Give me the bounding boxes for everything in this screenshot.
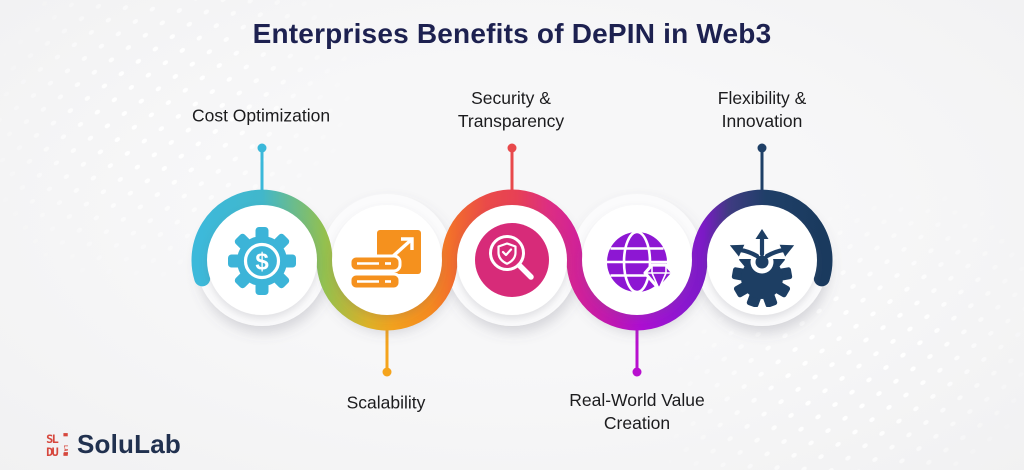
page-title: Enterprises Benefits of DePIN in Web3 [252,18,772,49]
solulab-logo-text: SoluLab [77,429,181,459]
bottom-white-strip [0,470,1024,476]
stem-dot [382,367,392,377]
stem-dot [632,367,642,377]
server-expand-icon [348,230,421,291]
svg-text:SL: SL [46,432,59,446]
dollar-glyph: $ [255,249,269,276]
stem-dot [257,143,267,153]
serpentine-ribbon [191,189,833,331]
stem-dot [507,143,517,153]
stem-flexibility-innovation [757,143,767,196]
stem-cost-optimization [257,143,267,196]
stem-real-world-value [632,324,642,377]
gear-dollar-icon: $ [228,227,296,295]
label-security-transparency: Security & Transparency [457,88,565,131]
label-real-world-value: Real-World Value Creation [569,390,705,433]
label-flexibility-innovation: Flexibility & Innovation [717,88,807,131]
solulab-logo-mark-icon: SL DU LAB [46,432,68,458]
solulab-logo: SL DU LAB SoluLab [46,429,181,460]
stem-dot [757,143,767,153]
stem-scalability [382,324,392,377]
diamond-icon [643,263,675,291]
label-scalability: Scalability [346,392,426,413]
globe-diamond-icon [607,230,675,294]
svg-text:DU: DU [46,444,59,457]
gear-branch-arrows-icon [729,229,795,307]
stem-security-transparency [507,143,517,196]
magnifier-shield-icon [475,223,549,297]
svg-text:LAB: LAB [62,445,68,455]
label-cost-optimization: Cost Optimization [191,105,331,126]
